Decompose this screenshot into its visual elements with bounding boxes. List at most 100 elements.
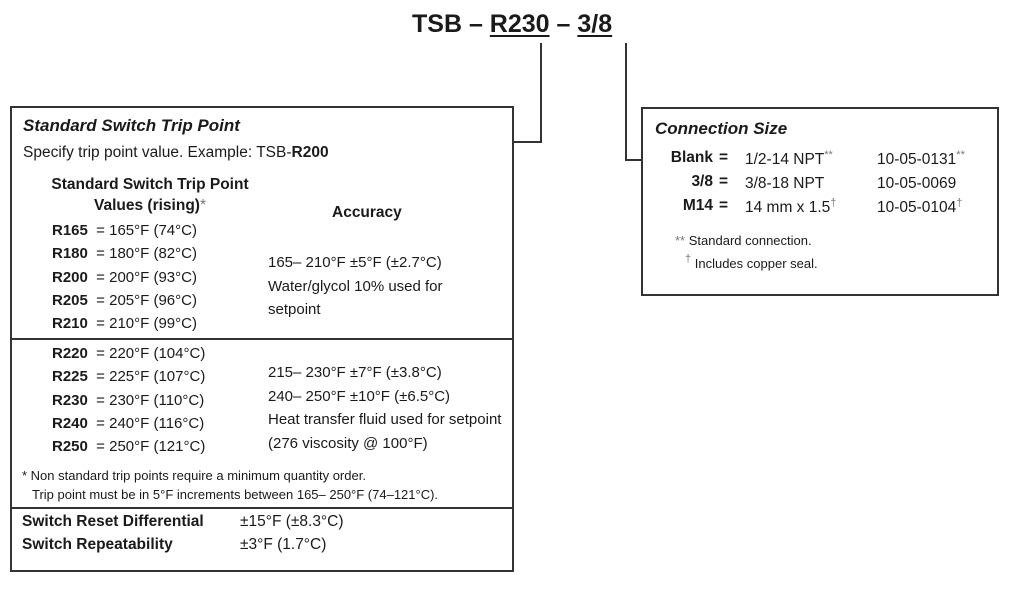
accuracy-line: Water/glycol 10% used for [268, 277, 443, 295]
trip-equals: = [96, 391, 105, 409]
connection-code: Blank [670, 149, 713, 166]
trip-code: R240 [52, 414, 88, 432]
connection-size-value: 1/2-14 NPT [745, 151, 825, 168]
trip-row: R230 = 230°F (110°C) [52, 389, 205, 412]
connection-part-mark: † [956, 197, 963, 209]
connection-part-wrap: 10-05-0069 [877, 173, 956, 193]
trip-row: R165 = 165°F (74°C) [52, 219, 197, 242]
connector-line-trip-horizontal [512, 141, 542, 143]
accuracy-line: Heat transfer fluid used for setpoint [268, 411, 502, 428]
note-2-mark: † [685, 253, 692, 265]
trip-value: 205°F (96°C) [109, 291, 197, 309]
model-option-connection: 3/8 [577, 10, 613, 38]
connection-part-wrap: 10-05-0104† [877, 197, 962, 217]
group-divider [12, 338, 512, 340]
connection-code: 3/8 [691, 173, 713, 190]
connection-part-wrap: 10-05-0131** [877, 149, 965, 169]
connection-equals: = [719, 173, 729, 190]
reset-differential-value: ±15°F (±8.3°C) [240, 513, 344, 530]
connection-size-value-wrap: 14 mm x 1.5† [745, 197, 836, 217]
connection-size-value-wrap: 1/2-14 NPT** [745, 149, 833, 169]
trip-equals: = [96, 345, 105, 362]
connection-part-number: 10-05-0069 [877, 175, 957, 192]
connection-part-mark: ** [956, 149, 965, 161]
header-dash-1: – [462, 10, 490, 38]
connection-size-value-wrap: 3/8-18 NPT [745, 173, 824, 193]
connection-size-mark: ** [824, 149, 833, 161]
trip-equals: = [96, 438, 105, 456]
footer-divider [12, 507, 512, 509]
trip-value: 240°F (116°C) [109, 414, 205, 432]
accuracy-group-2: 215– 230°F ±7°F (±3.8°C) 240– 250°F ±10°… [268, 361, 501, 455]
trip-equals: = [96, 414, 105, 432]
connection-size-box: Connection Size Blank = 1/2-14 NPT** 10-… [641, 107, 999, 296]
connection-size-title: Connection Size [655, 119, 788, 138]
trip-value: 200°F (93°C) [109, 268, 197, 286]
connection-size-value: 14 mm x 1.5 [745, 199, 831, 216]
trip-code: R165 [52, 222, 88, 239]
trip-code: R220 [52, 345, 88, 362]
trip-row: R180 = 180°F (82°C) [52, 242, 197, 265]
specify-text: Specify trip point value. Example: TSB- [23, 144, 292, 161]
connection-part-number: 10-05-0104 [877, 199, 957, 216]
trip-equals: = [96, 222, 105, 239]
trip-value: 180°F (82°C) [109, 245, 197, 263]
reset-differential-label: Switch Reset Differential [22, 513, 204, 530]
trip-code: R250 [52, 438, 88, 456]
column-header-asterisk: * [199, 197, 206, 214]
note-1-mark: ** [675, 233, 686, 248]
connection-code: M14 [682, 197, 713, 214]
trip-equals: = [96, 291, 105, 309]
trip-group-1: R165 = 165°F (74°C) R180 = 180°F (82°C) … [52, 219, 197, 335]
connection-size-mark: † [830, 197, 837, 209]
connection-equals: = [719, 197, 729, 214]
column-header-line-2-wrap: Values (rising)* [50, 195, 250, 216]
trip-code: R210 [52, 315, 88, 333]
connection-part-number: 10-05-0131 [877, 151, 957, 168]
trip-equals: = [96, 268, 105, 286]
column-header-line-2: Values (rising) [94, 197, 200, 214]
trip-row: R220 = 220°F (104°C) [52, 342, 205, 365]
trip-point-box-title: Standard Switch Trip Point [23, 116, 240, 135]
trip-value: 225°F (107°C) [109, 368, 206, 386]
trip-equals: = [96, 315, 105, 333]
trip-code: R225 [52, 368, 88, 386]
accuracy-line: 165– 210°F ±5°F (±2.7°C) [268, 254, 442, 271]
trip-row: R205 = 205°F (96°C) [52, 289, 197, 312]
accuracy-line: setpoint [268, 301, 321, 318]
accuracy-header: Accuracy [332, 204, 402, 221]
trip-point-footnote: * Non standard trip points require a min… [22, 466, 438, 504]
repeatability-label: Switch Repeatability [22, 536, 173, 553]
note-2-text: Includes copper seal. [691, 256, 818, 271]
trip-row: R200 = 200°F (93°C) [52, 266, 197, 289]
trip-value: 250°F (121°C) [109, 438, 206, 456]
trip-code: R230 [52, 391, 88, 409]
header-dash-2: – [549, 10, 578, 38]
accuracy-group-1: 165– 210°F ±5°F (±2.7°C) Water/glycol 10… [268, 251, 443, 322]
trip-code: R180 [52, 245, 88, 263]
specify-instruction: Specify trip point value. Example: TSB-R… [23, 144, 329, 162]
accuracy-line: 215– 230°F ±7°F (±3.8°C) [268, 364, 442, 381]
note-1-text: Standard connection. [685, 233, 812, 248]
accuracy-line: (276 viscosity @ 100°F) [268, 434, 428, 452]
trip-group-2: R220 = 220°F (104°C) R225 = 225°F (107°C… [52, 342, 205, 458]
connection-note-1: ** Standard connection. [675, 233, 812, 248]
connection-size-value: 3/8-18 NPT [745, 175, 825, 192]
connection-note-2: † Includes copper seal. [685, 253, 818, 271]
trip-equals: = [96, 245, 105, 263]
column-header-line-1: Standard Switch Trip Point [51, 176, 249, 193]
specify-example: R200 [291, 144, 329, 161]
trip-row: R240 = 240°F (116°C) [52, 412, 205, 435]
trip-code: R200 [52, 268, 88, 286]
connection-equals: = [719, 149, 729, 166]
trip-value: 165°F (74°C) [109, 222, 197, 239]
connector-line-size-horizontal [625, 159, 643, 161]
footnote-line-2: Trip point must be in 5°F increments bet… [32, 487, 439, 502]
trip-equals: = [96, 368, 105, 386]
accuracy-line: 240– 250°F ±10°F (±6.5°C) [268, 387, 451, 405]
model-prefix: TSB [412, 10, 462, 38]
connector-line-size-vertical [625, 43, 627, 161]
repeatability-value: ±3°F (1.7°C) [240, 536, 327, 553]
trip-row: R250 = 250°F (121°C) [52, 435, 205, 458]
model-code-header: TSB – R230 – 3/8 [412, 10, 612, 39]
